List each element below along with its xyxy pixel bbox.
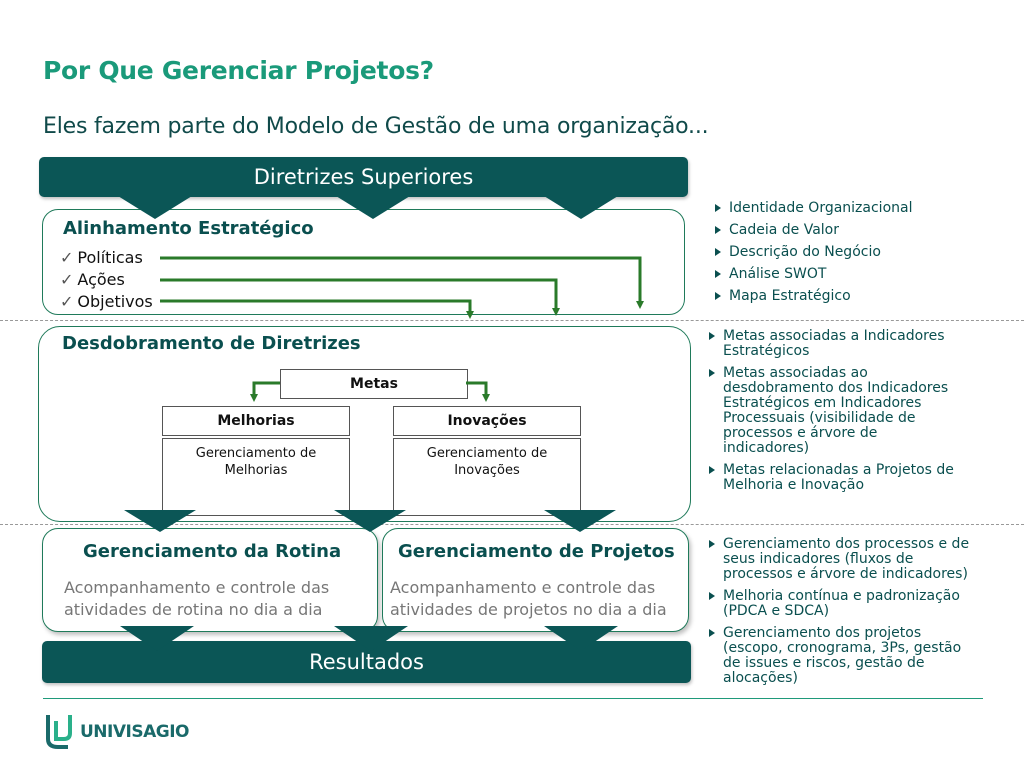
chevron-down-icon [544,510,616,532]
checklist-item: ✓Objetivos [60,292,153,311]
alinhamento-title: Alinhamento Estratégico [63,218,314,239]
caret-right-icon [709,332,715,340]
arrow-metas-left [250,381,280,402]
bullets-gerenciamento: Gerenciamento dos processos e de seus in… [707,537,975,693]
list-item: Metas associadas ao desdobramento dos In… [707,366,959,456]
checklist-item: ✓Ações [60,270,125,289]
projetos-body: Acompanhamento e controle das atividades… [390,578,667,619]
page-title: Por Que Gerenciar Projetos? [43,56,434,85]
chevron-down-icon [118,196,192,219]
chevron-down-icon [334,626,408,651]
arrow-metas-right [466,381,490,402]
caret-right-icon [715,248,721,256]
desdobramento-box [38,326,691,522]
caret-right-icon [715,204,721,212]
diretrizes-superiores-bar: Diretrizes Superiores [39,157,688,197]
list-item: Melhoria contínua e padronização (PDCA e… [707,589,975,619]
separator-1 [0,320,1024,321]
chevron-down-icon [544,626,618,651]
chevron-down-icon [124,510,196,532]
caret-right-icon [709,466,715,474]
rotina-body: Acompanhamento e controle das atividades… [64,578,330,619]
inovacoes-box: Inovações [393,406,581,436]
alinhamento-checklist: ✓Políticas ✓Ações ✓Objetivos [60,247,153,313]
bullets-desdobramento: Metas associadas a Indicadores Estratégi… [707,329,959,500]
check-icon: ✓ [60,248,74,267]
caret-right-icon [715,270,721,278]
list-item: Metas relacionadas a Projetos de Melhori… [707,463,959,493]
page-subtitle: Eles fazem parte do Modelo de Gestão de … [43,114,709,139]
list-item: Cadeia de Valor [713,223,973,238]
list-item: Mapa Estratégico [713,289,973,304]
chevron-down-icon [544,196,618,219]
metas-box: Metas [280,369,468,399]
rotina-title: Gerenciamento da Rotina [83,541,342,562]
projetos-box [382,528,689,632]
arrow-politicas [160,256,644,309]
chevron-down-icon [336,196,410,219]
desdobramento-title: Desdobramento de Diretrizes [62,333,361,354]
caret-right-icon [715,226,721,234]
melhorias-box: Melhorias [162,406,350,436]
footer-divider [43,698,983,699]
checklist-item: ✓Políticas [60,248,143,267]
logo-text: UNIVISAGIO [80,722,189,742]
list-item: Gerenciamento dos processos e de seus in… [707,537,975,582]
arrow-objetivos [160,299,474,319]
rotina-box [42,528,378,632]
caret-right-icon [709,540,715,548]
logo-icon [46,715,72,749]
inovacoes-body: Gerenciamento de Inovações [393,438,581,516]
bullets-alinhamento: Identidade Organizacional Cadeia de Valo… [713,201,973,311]
arrow-acoes [160,278,560,316]
check-icon: ✓ [60,270,74,289]
projetos-title: Gerenciamento de Projetos [398,541,675,562]
chevron-down-icon [334,510,406,532]
alinhamento-box [42,209,685,315]
caret-right-icon [709,629,715,637]
list-item: Análise SWOT [713,267,973,282]
check-icon: ✓ [60,292,74,311]
list-item: Descrição do Negócio [713,245,973,260]
caret-right-icon [709,369,715,377]
list-item: Metas associadas a Indicadores Estratégi… [707,329,959,359]
caret-right-icon [715,292,721,300]
list-item: Identidade Organizacional [713,201,973,216]
separator-2 [0,524,1024,525]
chevron-down-icon [120,626,194,651]
caret-right-icon [709,592,715,600]
melhorias-body: Gerenciamento de Melhorias [162,438,350,516]
list-item: Gerenciamento dos projetos (escopo, cron… [707,626,975,686]
